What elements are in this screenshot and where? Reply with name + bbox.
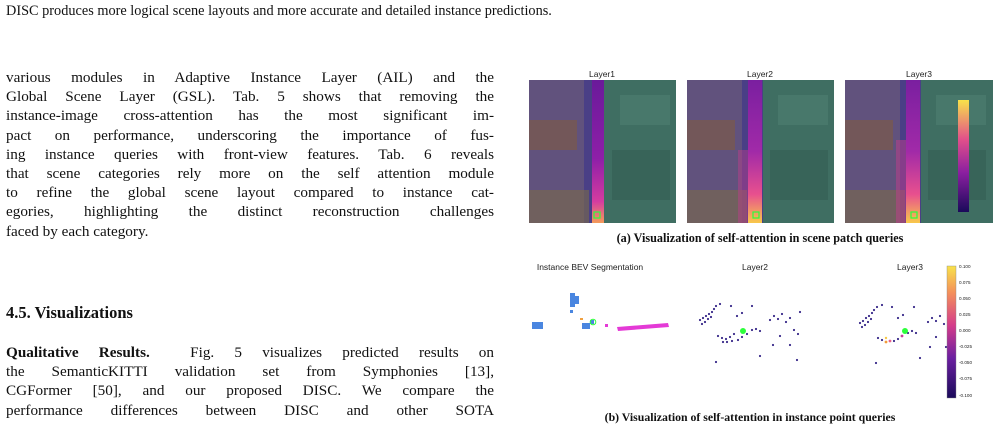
section-heading: 4.5. Visualizations <box>6 303 133 322</box>
colorbar-tick: 0.050 <box>959 296 971 301</box>
text-line: instance-image cross-attention has the m… <box>6 107 494 125</box>
colorbar-tick: -0.100 <box>959 393 972 398</box>
text-line: pact on performance, underscoring the im… <box>6 126 494 144</box>
point-query-panel-b3 <box>858 303 957 365</box>
high-attention-points <box>884 334 904 344</box>
colorbar-tick: 0.025 <box>959 312 971 317</box>
colorbar-tick: 0.000 <box>959 328 971 333</box>
text-line: faced by each category. <box>6 222 149 240</box>
colorbar-tick: -0.075 <box>959 376 972 381</box>
panel-title-a2: Layer2 <box>747 69 773 79</box>
caption-b: (b) Visualization of self-attention in i… <box>604 410 896 424</box>
text-line: the SemanticKITTI validation set from Sy… <box>6 363 494 381</box>
paragraph-ablation: various modules in Adaptive Instance Lay… <box>6 68 494 241</box>
colorbar-tick: -0.050 <box>959 360 972 365</box>
query-point-marker <box>740 328 746 334</box>
text-line: to refine the global scene layout compar… <box>6 184 494 202</box>
heatmap-panel-a1 <box>529 80 676 223</box>
colorbar-ticks: 0.100 0.075 0.050 0.025 0.000 -0.025 -0.… <box>959 264 972 398</box>
instance-segmentation-panel <box>532 293 669 331</box>
panel-title-a1: Layer1 <box>589 69 615 79</box>
text-line: Global Scene Layer (GSL). Tab. 5 shows t… <box>6 88 494 106</box>
text-line: CGFormer [50], and our proposed DISC. We… <box>6 382 494 400</box>
panel-title-b2: Layer2 <box>742 262 768 272</box>
colorbar-tick: 0.100 <box>959 264 971 269</box>
colorbar-b <box>946 265 957 399</box>
text-line: Qualitative Results. Fig. 5 visualizes p… <box>6 343 494 362</box>
text-line: that scene categories rely more on the s… <box>6 165 494 183</box>
colorbar-tick: 0.075 <box>959 280 971 285</box>
colorbar-a <box>958 100 969 212</box>
paragraph-qualitative: Qualitative Results. Fig. 5 visualizes p… <box>6 343 494 420</box>
text-line: ing instance queries with front-view fea… <box>6 145 494 163</box>
point-query-panel-b2 <box>698 302 802 364</box>
heatmap-panel-a2 <box>687 80 834 223</box>
text-line: various modules in Adaptive Instance Lay… <box>6 69 494 86</box>
text-line: performance differences between DISC and… <box>6 401 494 419</box>
caption-a: (a) Visualization of self-attention in s… <box>616 231 904 245</box>
panel-title-b1: Instance BEV Segmentation <box>536 262 644 272</box>
query-point-marker <box>902 328 908 334</box>
panel-title-a3: Layer3 <box>906 69 932 79</box>
colorbar-tick: -0.025 <box>959 344 972 349</box>
heatmap-panel-a3 <box>845 80 993 223</box>
figure-caption-top: DISC produces more logical scene layouts… <box>6 3 552 19</box>
text-run: Fig. 5 visualizes predicted results on <box>190 344 494 361</box>
text-line: egories, highlighting the distinct recon… <box>6 203 494 221</box>
panel-title-b3: Layer3 <box>897 262 923 272</box>
run-in-heading: Qualitative Results. <box>6 344 150 361</box>
